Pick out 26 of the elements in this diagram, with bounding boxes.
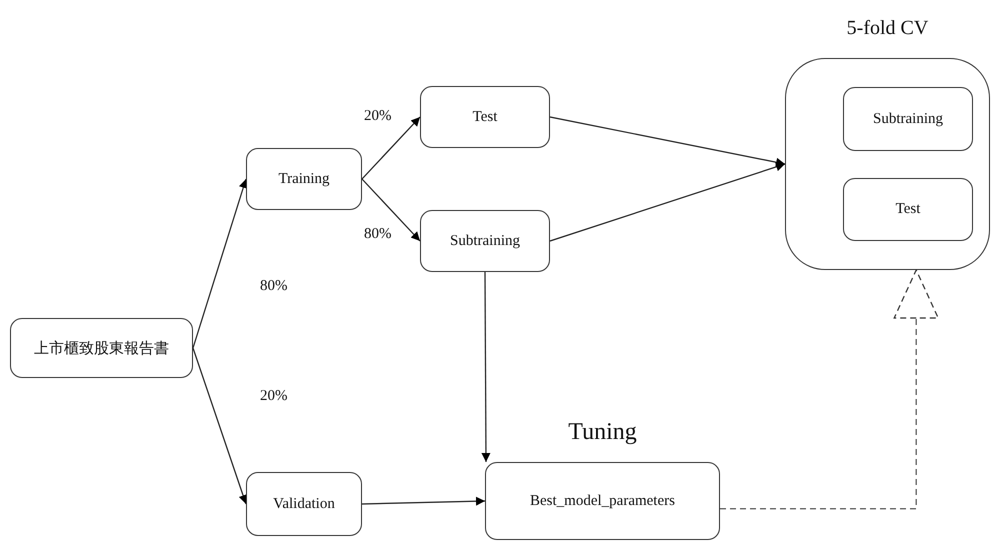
process-box	[420, 210, 550, 272]
heading: Tuning	[568, 419, 637, 446]
box-label: Validation	[273, 496, 335, 512]
box-label: 上市櫃致股東報告書	[34, 339, 169, 358]
box-label: Test	[896, 201, 920, 218]
arrow	[362, 496, 486, 506]
arrow	[362, 178, 420, 242]
arrow	[550, 116, 786, 167]
arrow	[550, 162, 786, 242]
arrow	[192, 348, 248, 504]
process-box	[246, 472, 362, 536]
arrow	[481, 272, 490, 462]
box-label: Best_model_parameters	[530, 492, 675, 510]
heading: 5-fold CV	[846, 17, 928, 40]
box-label: Subtraining	[873, 110, 943, 128]
process-box	[843, 178, 973, 241]
arrow	[362, 116, 420, 180]
box-label: Subtraining	[450, 232, 520, 250]
process-box	[420, 86, 550, 148]
process-box	[10, 318, 193, 378]
process-box	[246, 148, 362, 210]
hollow-arrow	[720, 269, 939, 510]
process-box	[843, 87, 973, 151]
arrow	[192, 178, 248, 348]
box-label: Test	[472, 108, 498, 126]
box-label: Training	[278, 170, 330, 188]
